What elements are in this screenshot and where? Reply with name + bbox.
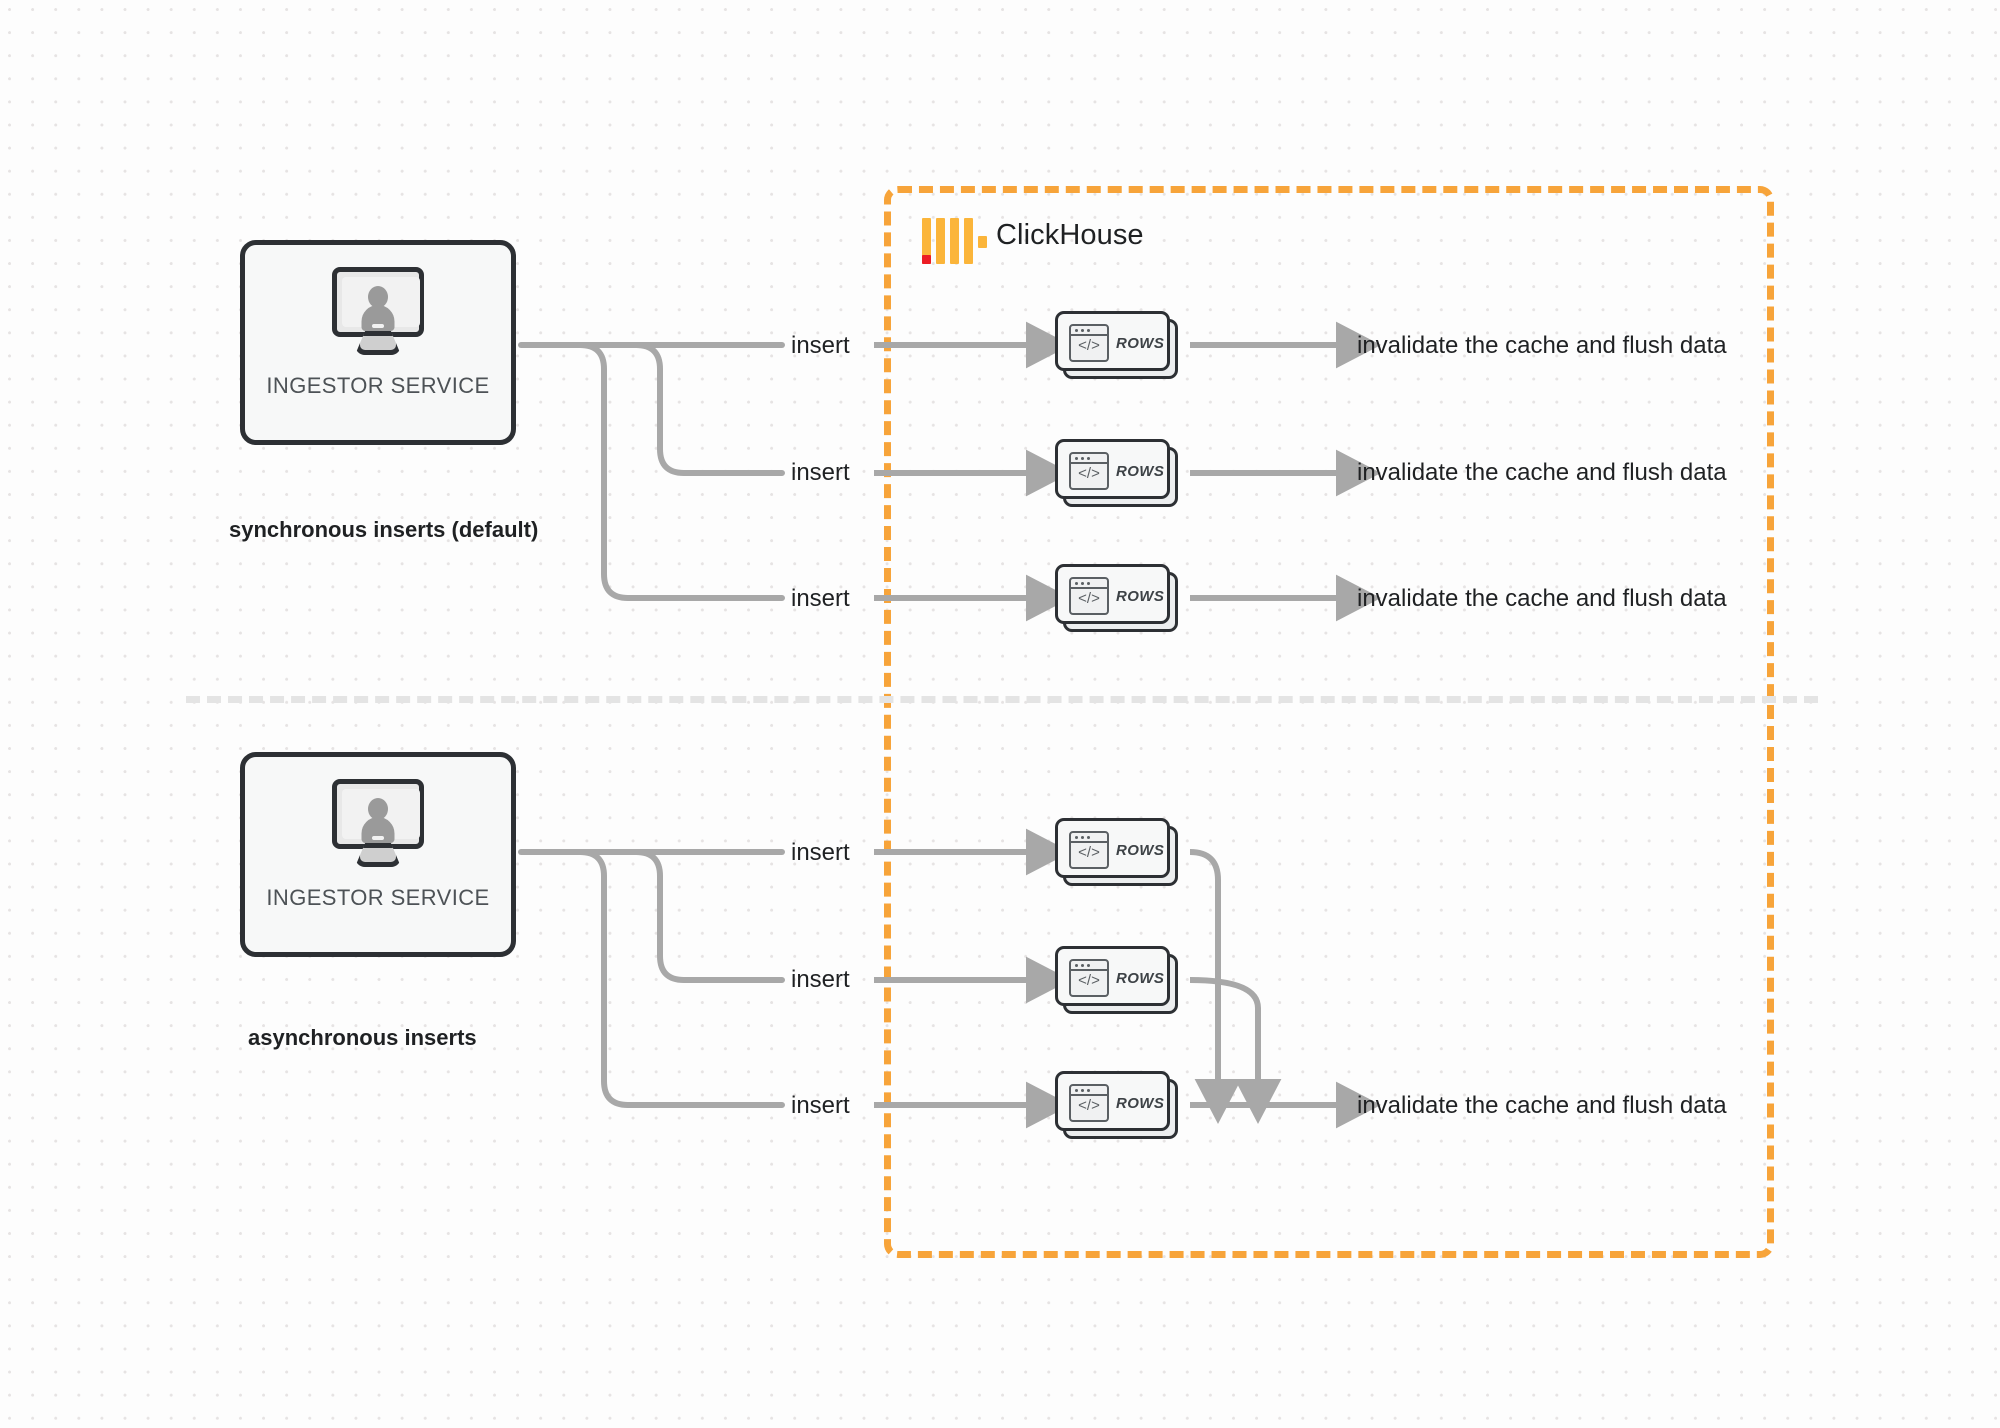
merged-result-label: invalidate the cache and flush data [1357, 1092, 1727, 1119]
insert-label: insert [791, 839, 850, 866]
code-window-icon: </> [1069, 1084, 1109, 1122]
clickhouse-logo-icon [922, 218, 987, 264]
rows-node[interactable]: </> ROWS [1055, 946, 1178, 1014]
sidebar-item-ingestor-service-async[interactable]: INGESTOR SERVICE [240, 752, 516, 957]
rows-label: ROWS [1116, 970, 1165, 987]
clickhouse-boundary [884, 186, 1774, 1258]
rows-label: ROWS [1116, 842, 1165, 859]
rows-label: ROWS [1116, 1095, 1165, 1112]
result-label: invalidate the cache and flush data [1357, 332, 1727, 359]
code-glyph: </> [1078, 590, 1100, 607]
insert-label: insert [791, 459, 850, 486]
rows-label: ROWS [1116, 335, 1165, 352]
code-glyph: </> [1078, 465, 1100, 482]
rows-node[interactable]: </> ROWS [1055, 564, 1178, 632]
rows-node[interactable]: </> ROWS [1055, 439, 1178, 507]
section-label-asynchronous: asynchronous inserts [248, 1025, 477, 1050]
service-label: INGESTOR SERVICE [266, 885, 490, 910]
code-glyph: </> [1078, 337, 1100, 354]
section-label-synchronous: synchronous inserts (default) [229, 517, 539, 542]
section-divider [186, 696, 1818, 703]
monitor-user-icon [332, 267, 424, 355]
code-window-icon: </> [1069, 831, 1109, 869]
code-glyph: </> [1078, 1097, 1100, 1114]
code-glyph: </> [1078, 972, 1100, 989]
rows-node[interactable]: </> ROWS [1055, 1071, 1178, 1139]
code-window-icon: </> [1069, 452, 1109, 490]
rows-node[interactable]: </> ROWS [1055, 818, 1178, 886]
sidebar-item-ingestor-service-sync[interactable]: INGESTOR SERVICE [240, 240, 516, 445]
rows-label: ROWS [1116, 588, 1165, 605]
result-label: invalidate the cache and flush data [1357, 585, 1727, 612]
rows-node[interactable]: </> ROWS [1055, 311, 1178, 379]
rows-label: ROWS [1116, 463, 1165, 480]
code-glyph: </> [1078, 844, 1100, 861]
clickhouse-title: ClickHouse [996, 219, 1144, 251]
service-label: INGESTOR SERVICE [266, 373, 490, 398]
result-label: invalidate the cache and flush data [1357, 459, 1727, 486]
insert-label: insert [791, 1092, 850, 1119]
code-window-icon: </> [1069, 577, 1109, 615]
monitor-user-icon [332, 779, 424, 867]
insert-label: insert [791, 585, 850, 612]
code-window-icon: </> [1069, 959, 1109, 997]
insert-label: insert [791, 332, 850, 359]
insert-label: insert [791, 966, 850, 993]
code-window-icon: </> [1069, 324, 1109, 362]
